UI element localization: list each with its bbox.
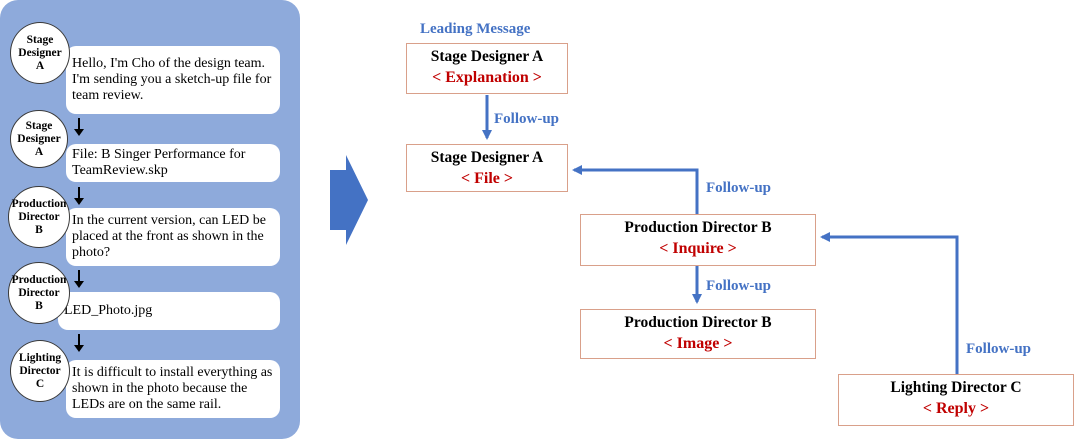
edge-reply-to-inquire — [820, 232, 959, 374]
chat-message-4: LED_Photo.jpg — [58, 292, 280, 330]
speaker-avatar-3: Production Director B — [8, 186, 70, 248]
transition-arrow-icon — [330, 155, 368, 245]
edge-inquire-to-file — [572, 165, 699, 214]
sequence-arrow-1 — [74, 118, 84, 136]
node-production-director-image: Production Director B < Image > — [580, 309, 816, 359]
node-stage-designer-file: Stage Designer A < File > — [406, 144, 568, 192]
node-stage-designer-explanation: Stage Designer A < Explanation > — [406, 43, 568, 94]
sequence-arrow-2 — [74, 187, 84, 205]
speaker-avatar-5: Lighting Director C — [10, 340, 70, 402]
sequence-arrow-4 — [74, 334, 84, 352]
speaker-avatar-4: Production Director B — [8, 262, 70, 324]
node-production-director-inquire: Production Director B < Inquire > — [580, 214, 816, 266]
chat-message-2: File: B Singer Performance for TeamRevie… — [66, 144, 280, 182]
node-lighting-director-reply: Lighting Director C < Reply > — [838, 374, 1074, 426]
chat-message-1: Hello, I'm Cho of the design team. I'm s… — [66, 46, 280, 114]
chat-message-3: In the current version, can LED be place… — [66, 208, 280, 266]
followup-label-1: Follow-up — [494, 111, 560, 127]
followup-label-3: Follow-up — [706, 278, 772, 294]
speaker-avatar-2: Stage Designer A — [10, 110, 68, 168]
sequence-arrow-3 — [74, 270, 84, 288]
leading-message-label: Leading Message — [420, 21, 531, 37]
chat-message-5: It is difficult to install everything as… — [66, 360, 280, 418]
speaker-avatar-1: Stage Designer A — [10, 22, 70, 84]
followup-label-4: Follow-up — [966, 341, 1032, 357]
followup-label-2: Follow-up — [706, 180, 772, 196]
